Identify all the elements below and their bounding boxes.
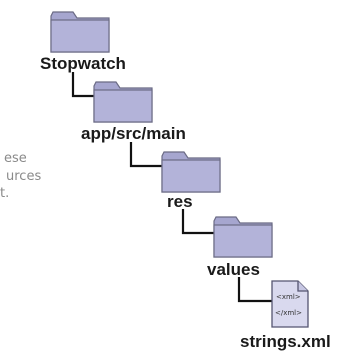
folder-label-stopwatch: Stopwatch — [40, 54, 126, 73]
folder-label-values: values — [207, 260, 260, 279]
folder-label-res: res — [167, 192, 193, 211]
xml-file-icon[interactable]: <xml> </xml> — [270, 279, 310, 329]
annotation-note: ese urces t. — [0, 150, 41, 203]
folder-icon-values[interactable] — [212, 213, 274, 259]
folder-icon-stopwatch[interactable] — [49, 8, 111, 54]
annotation-line-3: t. — [0, 186, 10, 202]
annotation-line-2: urces — [6, 168, 42, 184]
tree-connector — [71, 72, 100, 98]
tree-connector — [129, 142, 164, 168]
folder-icon-res[interactable] — [160, 148, 222, 194]
xml-file-icon-text-top: <xml> — [276, 293, 301, 301]
xml-file-icon-text-bottom: </xml> — [275, 309, 302, 317]
folder-label-app-src-main: app/src/main — [81, 124, 186, 143]
file-label-strings-xml: strings.xml — [240, 332, 331, 351]
tree-connector — [237, 277, 274, 303]
annotation-line-1: ese — [4, 151, 27, 166]
folder-icon-app-src-main[interactable] — [92, 78, 154, 124]
tree-connector — [181, 209, 216, 235]
